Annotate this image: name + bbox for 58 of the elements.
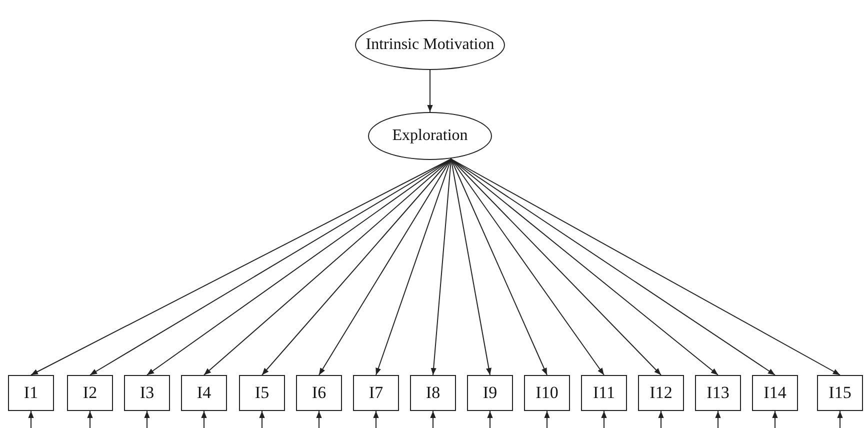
node-label: I8 bbox=[426, 383, 440, 403]
node-label: I3 bbox=[140, 383, 154, 403]
error-arrow bbox=[544, 410, 550, 428]
node-label: I14 bbox=[764, 383, 786, 403]
node-label: I15 bbox=[828, 383, 852, 403]
indicator-box bbox=[353, 375, 399, 411]
indicator-box bbox=[8, 375, 54, 411]
error-arrow bbox=[772, 410, 778, 428]
arrow bbox=[318, 158, 452, 376]
indicator-box bbox=[467, 375, 513, 411]
arrow bbox=[450, 158, 548, 376]
error-arrow bbox=[201, 410, 207, 428]
node-label: Intrinsic Motivation bbox=[366, 36, 494, 54]
node-label: Exploration bbox=[392, 127, 468, 145]
arrow bbox=[450, 158, 604, 376]
arrow bbox=[450, 158, 492, 376]
arrow bbox=[450, 158, 840, 376]
indicator-box bbox=[410, 375, 456, 411]
indicator-box bbox=[181, 375, 227, 411]
indicator-box bbox=[296, 375, 342, 411]
node-label: I11 bbox=[592, 383, 616, 403]
indicator-box bbox=[581, 375, 627, 411]
error-arrow bbox=[837, 410, 843, 428]
node-label: I12 bbox=[650, 383, 672, 403]
node-label: I7 bbox=[368, 383, 384, 403]
node-label: I13 bbox=[706, 383, 730, 403]
arrow bbox=[450, 158, 662, 376]
error-arrow bbox=[144, 410, 150, 428]
error-arrow bbox=[259, 410, 265, 428]
arrow bbox=[427, 70, 433, 112]
node-label: I9 bbox=[482, 383, 498, 403]
indicator-box bbox=[239, 375, 285, 411]
indicator-box bbox=[124, 375, 170, 411]
node-label: I5 bbox=[254, 383, 270, 403]
error-arrow bbox=[487, 410, 493, 428]
error-arrow bbox=[87, 410, 93, 428]
indicator-box bbox=[752, 375, 798, 411]
node-label: I2 bbox=[82, 383, 98, 403]
indicator-box bbox=[638, 375, 684, 411]
arrow bbox=[450, 158, 718, 376]
error-arrow bbox=[658, 410, 664, 428]
indicator-box bbox=[695, 375, 741, 411]
error-arrow bbox=[316, 410, 322, 428]
node-label: I1 bbox=[24, 383, 38, 403]
node-label: I6 bbox=[312, 383, 326, 403]
node-label: I10 bbox=[536, 383, 558, 403]
error-arrow bbox=[28, 410, 34, 428]
arrow bbox=[430, 158, 452, 376]
error-arrow bbox=[715, 410, 721, 428]
error-arrow bbox=[430, 410, 436, 428]
indicator-box bbox=[817, 375, 863, 411]
arrow bbox=[262, 158, 452, 376]
arrow bbox=[376, 158, 452, 376]
indicator-box bbox=[67, 375, 113, 411]
error-arrow bbox=[373, 410, 379, 428]
error-arrow bbox=[601, 410, 607, 428]
node-label: I4 bbox=[196, 383, 212, 403]
indicator-box bbox=[524, 375, 570, 411]
